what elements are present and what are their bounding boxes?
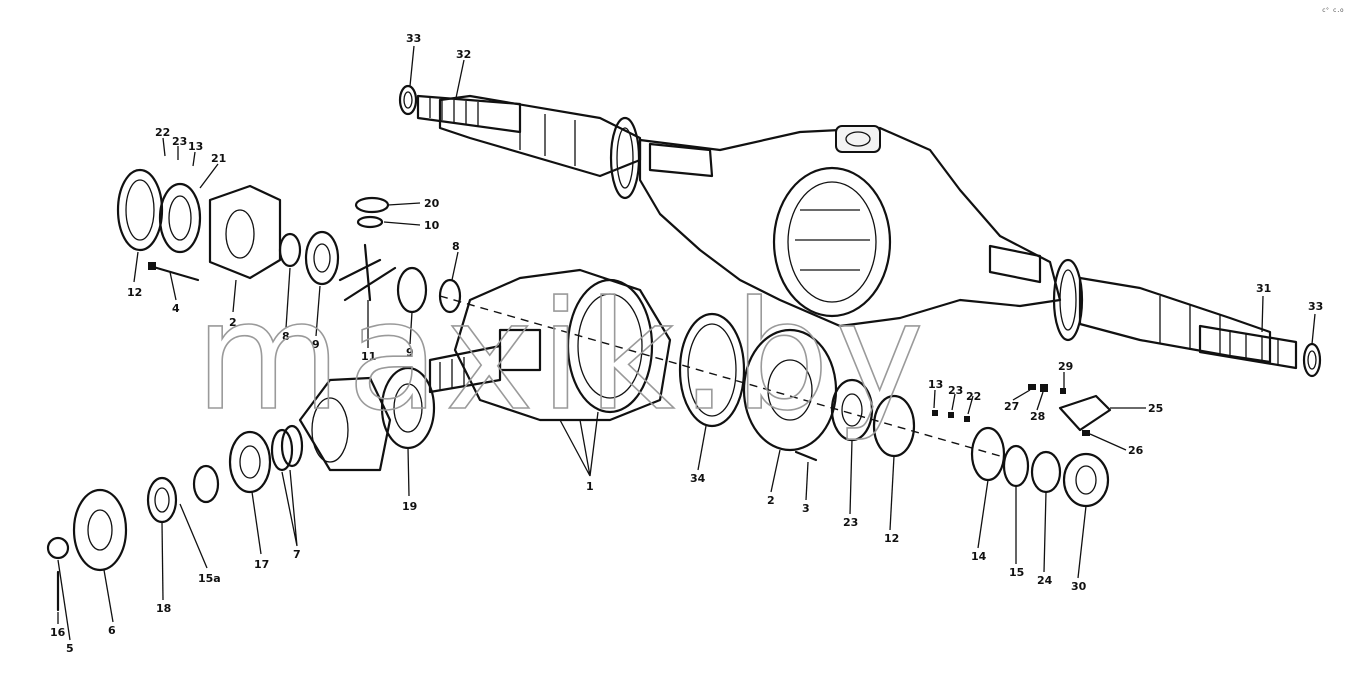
callout-8-right: 8 bbox=[452, 240, 460, 253]
callout-9-right: 9 bbox=[406, 346, 414, 359]
callout-12-right: 12 bbox=[884, 532, 899, 545]
callout-27: 27 bbox=[1004, 400, 1019, 413]
callout-6: 6 bbox=[108, 624, 116, 637]
callout-26: 26 bbox=[1128, 444, 1144, 457]
callout-24: 24 bbox=[1037, 574, 1053, 587]
diff-case-half-2-left bbox=[208, 184, 282, 280]
callout-8-left: 8 bbox=[282, 330, 290, 343]
callout-32: 32 bbox=[456, 48, 471, 61]
seal-33-right bbox=[1302, 342, 1322, 378]
pinion-gear-20 bbox=[354, 196, 390, 214]
callout-23-right-small: 23 bbox=[948, 384, 963, 397]
callout-3: 3 bbox=[802, 502, 810, 515]
watermark-text: maxik.by bbox=[195, 270, 930, 444]
callout-18: 18 bbox=[156, 602, 171, 615]
callout-28: 28 bbox=[1030, 410, 1045, 423]
callout-23-right: 23 bbox=[843, 516, 858, 529]
left-axle-shaft bbox=[416, 94, 522, 134]
spider-11 bbox=[338, 243, 397, 302]
callout-7: 7 bbox=[293, 548, 301, 561]
ring-15 bbox=[1002, 444, 1030, 488]
callout-23-left: 23 bbox=[172, 135, 187, 148]
callout-10: 10 bbox=[424, 219, 440, 232]
callout-9-left: 9 bbox=[312, 338, 320, 351]
callout-12-left: 12 bbox=[127, 286, 142, 299]
side-gear-9-left bbox=[304, 230, 340, 286]
callout-25: 25 bbox=[1148, 402, 1163, 415]
flange-6 bbox=[72, 488, 128, 572]
axle-housing bbox=[438, 94, 1272, 364]
right-axle-shaft bbox=[1198, 324, 1298, 370]
nut-5 bbox=[46, 536, 70, 560]
callout-2-left: 2 bbox=[229, 316, 237, 329]
pinion-cage bbox=[298, 376, 392, 472]
callout-21: 21 bbox=[211, 152, 226, 165]
callout-13-right: 13 bbox=[928, 378, 943, 391]
callout-34: 34 bbox=[690, 472, 706, 485]
callout-15a: 15a bbox=[198, 572, 221, 585]
callout-20: 20 bbox=[424, 197, 440, 210]
gear-14 bbox=[970, 426, 1006, 482]
callout-31: 31 bbox=[1256, 282, 1271, 295]
callout-4: 4 bbox=[172, 302, 180, 315]
callout-22-left: 22 bbox=[155, 126, 170, 139]
callout-30: 30 bbox=[1071, 580, 1087, 593]
callout-22-right: 22 bbox=[966, 390, 981, 403]
washer-10 bbox=[356, 215, 384, 229]
shims-7 bbox=[270, 424, 304, 472]
callout-19: 19 bbox=[402, 500, 417, 513]
bearing-17 bbox=[228, 430, 272, 494]
fork-25 bbox=[1058, 394, 1112, 432]
spacer-15a bbox=[192, 464, 220, 504]
callout-13-left: 13 bbox=[188, 140, 203, 153]
seal-18 bbox=[146, 476, 178, 524]
coupling-30 bbox=[1062, 452, 1110, 508]
callout-33-right: 33 bbox=[1308, 300, 1323, 313]
ring-24 bbox=[1030, 450, 1062, 494]
lock-13-23-22 bbox=[932, 410, 970, 422]
callout-2-right: 2 bbox=[767, 494, 775, 507]
seal-33-left bbox=[398, 84, 418, 116]
callout-33-left: 33 bbox=[406, 32, 421, 45]
washer-8-left bbox=[278, 232, 302, 268]
small-parts-27-28-29-26 bbox=[1028, 384, 1090, 436]
leader-lines bbox=[57, 45, 1316, 641]
callout-16: 16 bbox=[50, 626, 66, 639]
callout-11: 11 bbox=[361, 350, 376, 363]
callout-labels: 33 32 22 23 13 21 20 10 8 12 4 2 8 9 11 … bbox=[50, 32, 1323, 655]
callout-15: 15 bbox=[1009, 566, 1024, 579]
gasket-34 bbox=[678, 312, 746, 428]
differential-carrier bbox=[428, 268, 672, 422]
callout-1: 1 bbox=[586, 480, 594, 493]
corner-mark: c° c.o bbox=[1322, 7, 1344, 14]
ring-12-left bbox=[116, 168, 164, 252]
callout-17: 17 bbox=[254, 558, 269, 571]
callout-14: 14 bbox=[971, 550, 987, 563]
callout-5: 5 bbox=[66, 642, 74, 655]
callout-29: 29 bbox=[1058, 360, 1073, 373]
bolt-3 bbox=[794, 450, 818, 462]
bearing-21 bbox=[158, 182, 202, 254]
bolt-4 bbox=[148, 262, 200, 282]
